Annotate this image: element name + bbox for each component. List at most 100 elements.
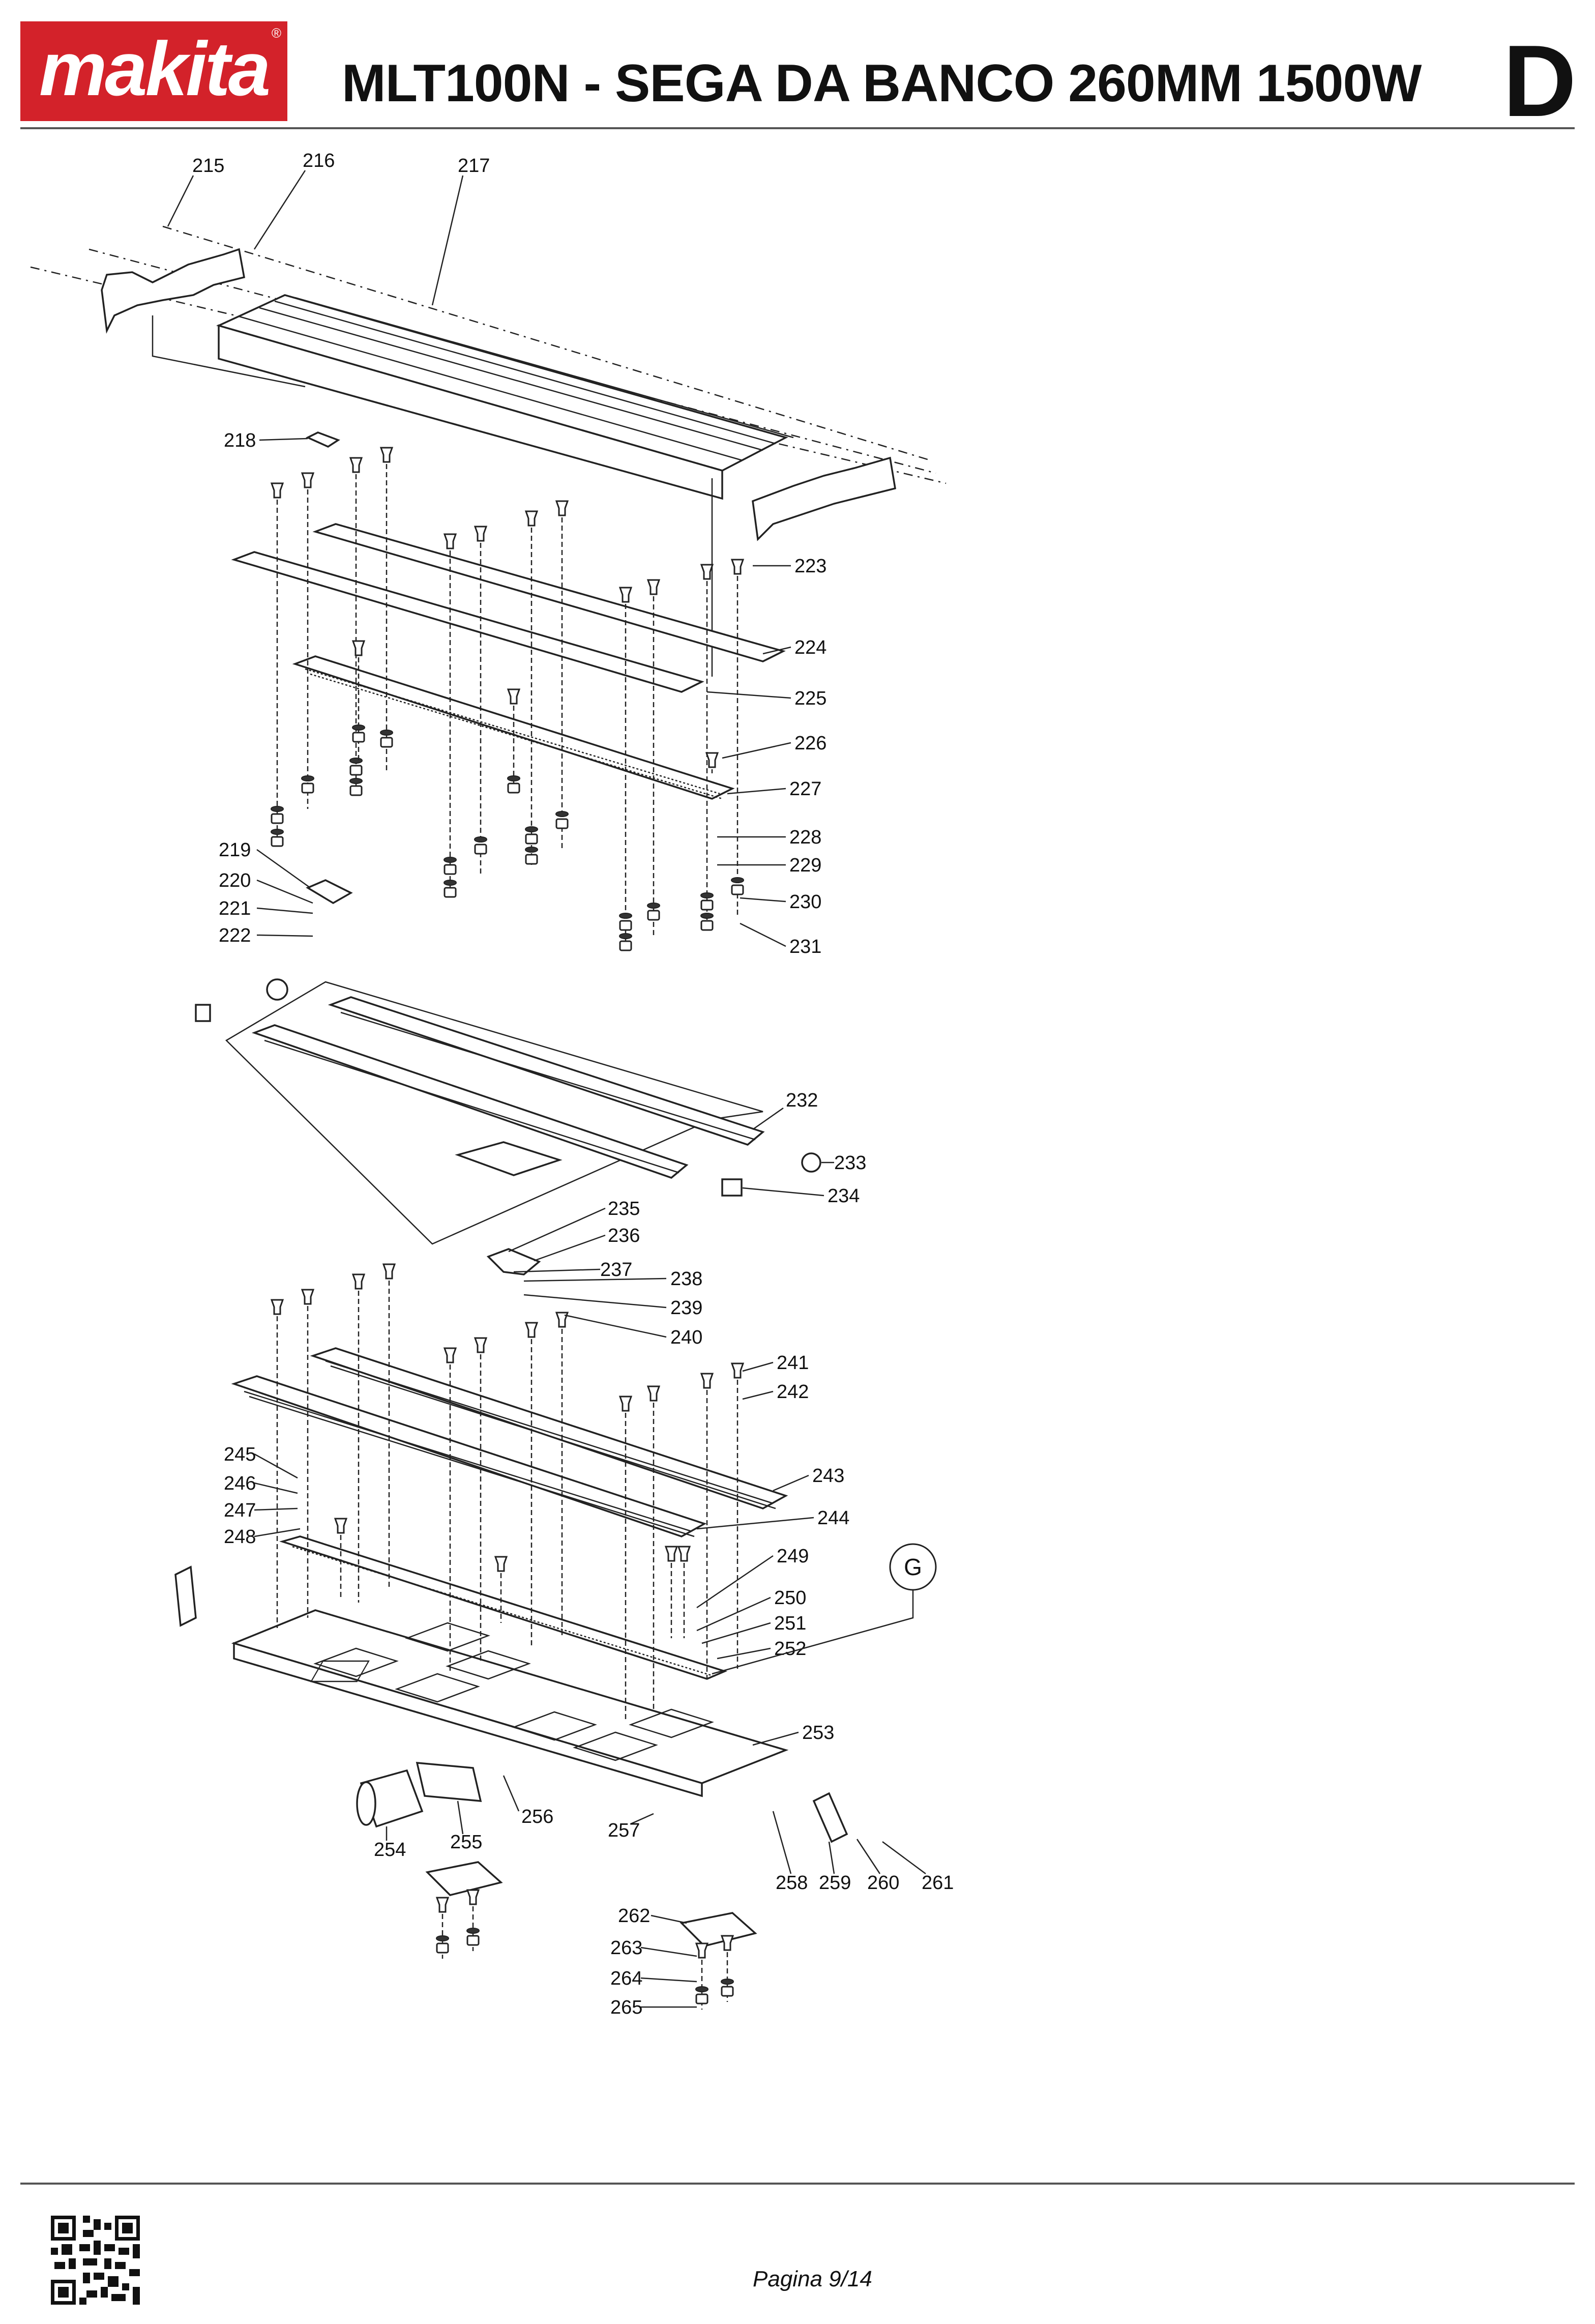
nut <box>507 782 520 794</box>
rail-243 <box>310 1347 788 1509</box>
foot-plate-right <box>680 1912 757 1947</box>
header-divider <box>20 127 1575 129</box>
slide-rail-a <box>328 996 765 1146</box>
washer <box>271 829 284 835</box>
washer <box>349 778 363 784</box>
washer <box>507 775 520 781</box>
callout-255: 255 <box>450 1832 482 1853</box>
screw <box>555 1312 569 1328</box>
end-cap-233 <box>801 1152 821 1173</box>
callout-222: 222 <box>219 925 251 946</box>
callout-259: 259 <box>819 1872 851 1894</box>
base-plate <box>231 1609 789 1784</box>
callout-241: 241 <box>777 1352 809 1374</box>
callout-231: 231 <box>789 936 821 957</box>
footer-divider <box>20 2183 1575 2185</box>
handle-plate-255 <box>416 1762 482 1802</box>
callout-223: 223 <box>794 556 826 577</box>
nut <box>525 854 538 865</box>
callout-215: 215 <box>192 155 224 177</box>
nut <box>731 884 744 895</box>
callout-233: 233 <box>834 1152 866 1174</box>
callout-250: 250 <box>774 1587 806 1609</box>
screw <box>705 752 719 768</box>
callout-256: 256 <box>521 1806 553 1827</box>
nut <box>301 782 314 794</box>
callout-226: 226 <box>794 733 826 754</box>
washer <box>301 775 314 781</box>
long-rail <box>231 551 704 693</box>
callout-244: 244 <box>817 1507 849 1529</box>
page-header: makita ® MLT100N - SEGA DA BANCO 260MM 1… <box>0 0 1595 132</box>
end-cap-round <box>266 978 288 1001</box>
nut <box>619 920 632 931</box>
callout-247: 247 <box>224 1500 256 1521</box>
callout-262: 262 <box>618 1905 650 1927</box>
slide-rail-b <box>251 1024 689 1179</box>
washer <box>619 913 632 919</box>
screw <box>730 559 745 575</box>
screw <box>351 1273 366 1290</box>
table-extrusion-face <box>218 324 723 500</box>
callout-251: 251 <box>774 1613 806 1634</box>
washer <box>619 933 632 939</box>
screw <box>494 1556 508 1572</box>
nut <box>436 1942 449 1954</box>
washer <box>271 806 284 812</box>
registered-mark: ® <box>271 25 281 41</box>
screw <box>646 579 661 595</box>
qr-code-icon[interactable] <box>51 2216 140 2305</box>
carriage-plate <box>455 1141 563 1176</box>
section-letter: D <box>1503 24 1577 138</box>
nut <box>700 899 714 911</box>
nut <box>555 818 569 829</box>
screw <box>349 457 363 473</box>
end-plate-left <box>101 248 246 334</box>
callout-227: 227 <box>789 778 821 800</box>
callout-229: 229 <box>789 855 821 876</box>
washer <box>731 877 744 883</box>
screw <box>334 1518 348 1534</box>
callout-234: 234 <box>828 1185 860 1207</box>
screw <box>720 1935 734 1951</box>
callout-239: 239 <box>670 1297 702 1319</box>
screw <box>695 1942 709 1959</box>
screw <box>474 526 488 542</box>
nut <box>466 1935 480 1946</box>
callout-217: 217 <box>458 155 490 177</box>
washer <box>647 903 660 909</box>
washer <box>436 1935 449 1941</box>
washer <box>380 730 393 736</box>
washer <box>466 1928 480 1934</box>
washer <box>444 880 457 886</box>
page-number: Pagina 9/14 <box>753 2267 872 2291</box>
end-cap-square <box>195 1004 211 1022</box>
nut <box>349 785 363 796</box>
makita-logo: makita ® <box>20 21 287 121</box>
screw <box>524 510 539 527</box>
washer <box>695 1986 708 1992</box>
screw <box>700 1373 714 1389</box>
washer <box>525 826 538 832</box>
washer <box>721 1979 734 1985</box>
callout-246: 246 <box>224 1473 256 1494</box>
screw <box>301 472 315 488</box>
callout-257: 257 <box>608 1820 640 1841</box>
upper-rail <box>312 523 786 662</box>
screw <box>555 500 569 516</box>
callout-230: 230 <box>789 891 821 913</box>
side-bracket-left <box>174 1565 197 1627</box>
nut <box>380 737 393 748</box>
nut <box>619 940 632 951</box>
callout-218: 218 <box>224 430 256 451</box>
callout-261: 261 <box>922 1872 954 1894</box>
nut <box>695 1993 708 2005</box>
logo-text: makita <box>39 26 271 111</box>
screw <box>443 533 457 549</box>
callout-263: 263 <box>610 1937 642 1959</box>
callout-265: 265 <box>610 1997 642 2018</box>
screw <box>730 1362 745 1379</box>
screw <box>270 482 284 499</box>
washer <box>555 811 569 817</box>
screw <box>270 1299 284 1315</box>
